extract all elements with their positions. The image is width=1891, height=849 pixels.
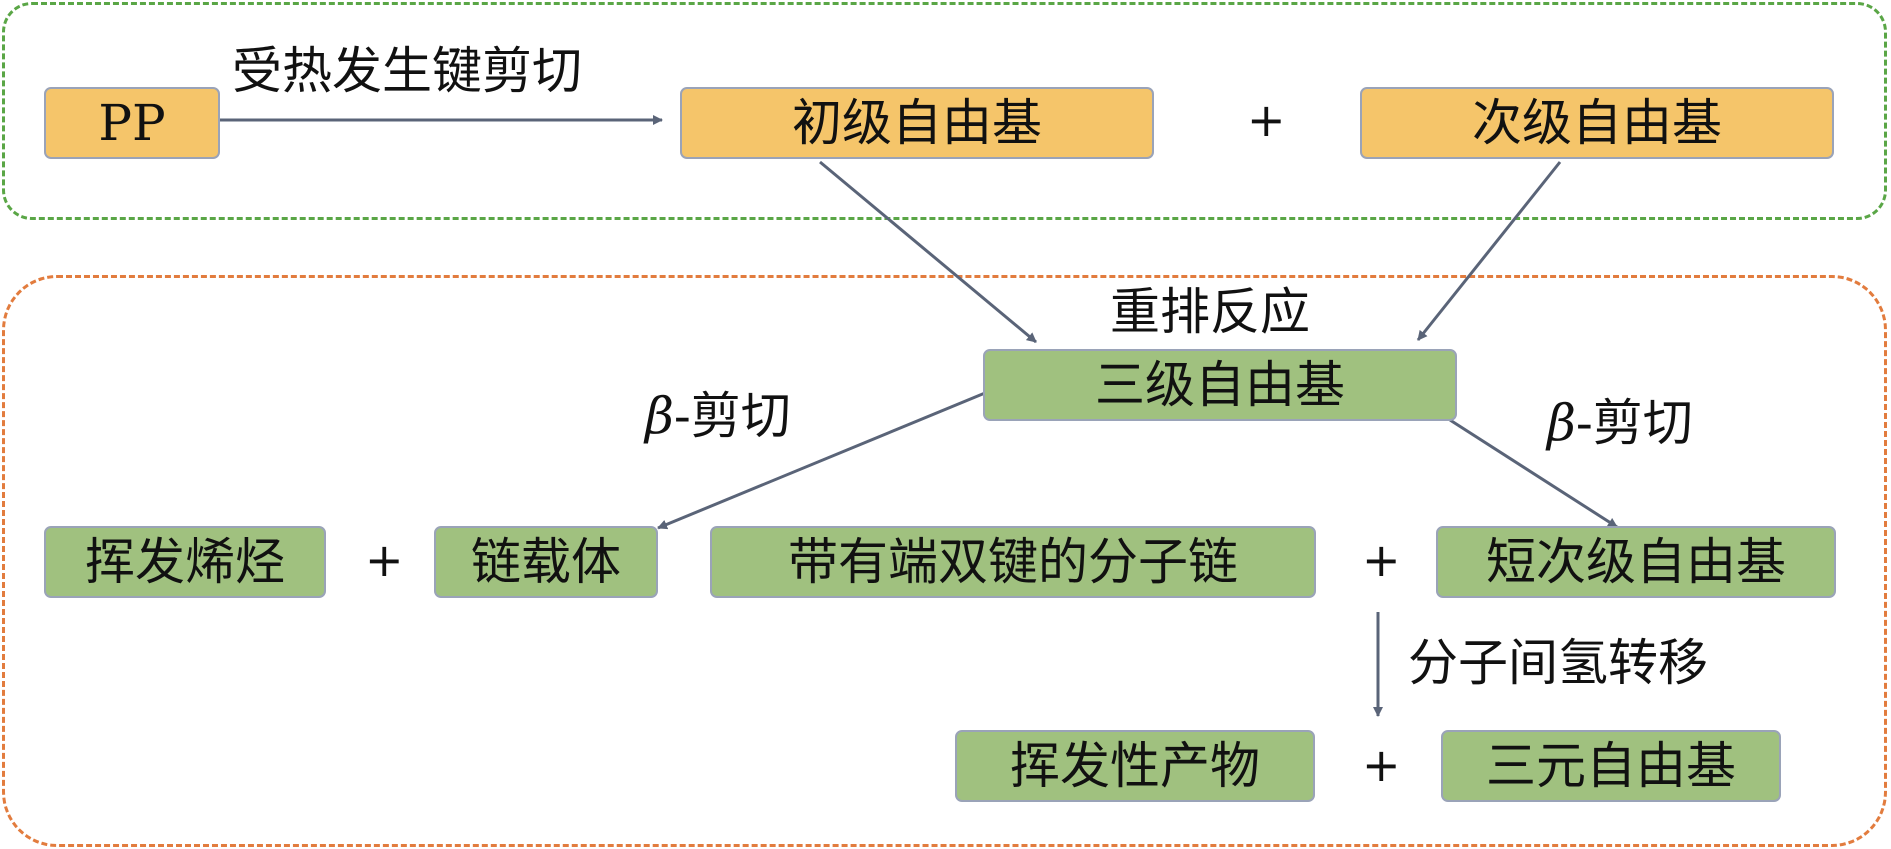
beta-scission-text: -剪切	[673, 387, 791, 445]
arrow-tertiary-to-short-radical	[1449, 418, 1618, 529]
plus-sign: +	[365, 533, 404, 587]
thermal-scission-region	[2, 2, 1887, 220]
node-primary-radical: 初级自由基	[680, 87, 1154, 159]
plus-sign: +	[1247, 93, 1286, 147]
node-pp: PP	[44, 87, 220, 159]
beta-scission-text: -剪切	[1575, 394, 1693, 452]
arrow-secondary-to-tertiary	[1416, 161, 1562, 341]
node-volatile-olefin: 挥发烯烃	[44, 526, 326, 598]
label-heat-scission: 受热发生键剪切	[232, 42, 582, 100]
node-volatile-product: 挥发性产物	[955, 730, 1315, 802]
arrow-primary-to-tertiary	[819, 160, 1037, 344]
label-beta-scission-left: β-剪切	[645, 391, 791, 441]
label-rearrangement: 重排反应	[1110, 283, 1310, 341]
node-secondary-radical: 次级自由基	[1360, 87, 1834, 159]
node-chain-carrier: 链载体	[434, 526, 658, 598]
beta-symbol: β	[645, 387, 674, 445]
node-tertiary-radical: 三级自由基	[983, 349, 1457, 421]
arrow-tertiary-to-chain-carrier	[657, 391, 986, 530]
rearrangement-region	[2, 275, 1887, 847]
label-intermolecular-h-transfer: 分子间氢转移	[1408, 634, 1708, 692]
node-ternary-radical: 三元自由基	[1441, 730, 1781, 802]
node-terminal-double-bond-chain: 带有端双键的分子链	[710, 526, 1316, 598]
plus-sign: +	[1362, 533, 1401, 587]
node-short-secondary-radical: 短次级自由基	[1436, 526, 1836, 598]
label-beta-scission-right: β-剪切	[1547, 398, 1693, 448]
plus-sign: +	[1362, 738, 1401, 792]
beta-symbol: β	[1547, 394, 1576, 452]
